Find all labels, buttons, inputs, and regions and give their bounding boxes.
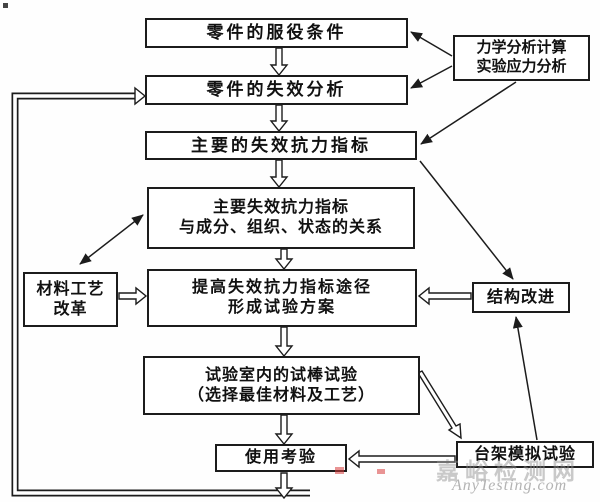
node-label-line1: 主要失效抗力指标 xyxy=(212,199,349,216)
arrow-material-relation-bidirectional xyxy=(79,214,144,265)
arrow-mechanics-to-failure xyxy=(410,65,453,89)
arrow-verification-to-loop xyxy=(274,472,294,500)
red-watermark-fragment xyxy=(377,469,385,474)
node-improve-paths-test-plan: 提高失效抗力指标途径 形成试验方案 xyxy=(147,269,417,327)
arrow-labtest-to-bench xyxy=(417,370,462,440)
arrow-failure-to-index xyxy=(269,104,289,133)
node-label-line2: （选择最佳材料及工艺） xyxy=(187,386,375,404)
node-label-line1: 提高失效抗力指标途径 xyxy=(191,279,372,296)
arrow-index-to-structure xyxy=(419,160,514,280)
arrow-material-to-improve xyxy=(118,286,148,306)
node-label: 使用考验 xyxy=(244,449,317,466)
node-bench-simulation-test: 台架模拟试验 xyxy=(456,441,594,468)
arrow-labtest-to-verification xyxy=(274,414,294,446)
arrow-improve-to-labtest xyxy=(274,326,294,358)
scan-artifact-dot xyxy=(3,3,8,8)
node-mechanics-stress-analysis: 力学分析计算 实验应力分析 xyxy=(453,35,590,81)
arrow-bench-to-structure xyxy=(512,316,538,441)
node-service-verification: 使用考验 xyxy=(215,444,347,472)
arrow-structure-to-improve xyxy=(417,286,472,306)
node-label-line2: 实验应力分析 xyxy=(476,58,567,75)
node-lab-bar-test: 试验室内的试棒试验 （选择最佳材料及工艺） xyxy=(143,356,420,415)
node-label: 零件的服役条件 xyxy=(206,23,347,43)
arrow-relation-to-improve xyxy=(274,248,294,271)
node-label: 主要的失效抗力指标 xyxy=(191,135,371,155)
node-service-conditions: 零件的服役条件 xyxy=(145,18,408,48)
node-structure-improvement: 结构改进 xyxy=(472,282,570,313)
node-label: 台架模拟试验 xyxy=(473,445,576,463)
watermark-anytesting: AnyTesting.com xyxy=(452,477,568,494)
node-label-line2: 改革 xyxy=(53,300,88,318)
node-index-composition-relation: 主要失效抗力指标 与成分、组织、状态的关系 xyxy=(147,187,415,249)
arrow-mechanics-to-index xyxy=(420,81,517,145)
node-label: 零件的失效分析 xyxy=(206,80,347,100)
node-failure-resistance-index: 主要的失效抗力指标 xyxy=(145,131,417,160)
arrow-service-to-failure xyxy=(269,47,289,77)
node-label: 结构改进 xyxy=(486,288,555,306)
red-watermark-fragment xyxy=(335,467,344,474)
node-label-line1: 试验室内的试棒试验 xyxy=(204,366,358,384)
node-failure-analysis: 零件的失效分析 xyxy=(145,75,408,105)
arrow-index-to-relation xyxy=(269,159,289,189)
node-label-line1: 材料工艺 xyxy=(36,280,105,298)
arrow-feedback-loop xyxy=(11,86,310,497)
node-label-line2: 形成试验方案 xyxy=(227,299,336,316)
node-label-line1: 力学分析计算 xyxy=(476,39,567,57)
arrow-bench-to-verification xyxy=(347,449,456,469)
watermark-chinese: 嘉峪检测网 xyxy=(436,458,581,484)
arrow-mechanics-to-service xyxy=(410,31,453,57)
node-material-process-reform: 材料工艺 改革 xyxy=(23,272,118,327)
node-label-line2: 与成分、组织、状态的关系 xyxy=(178,219,383,236)
